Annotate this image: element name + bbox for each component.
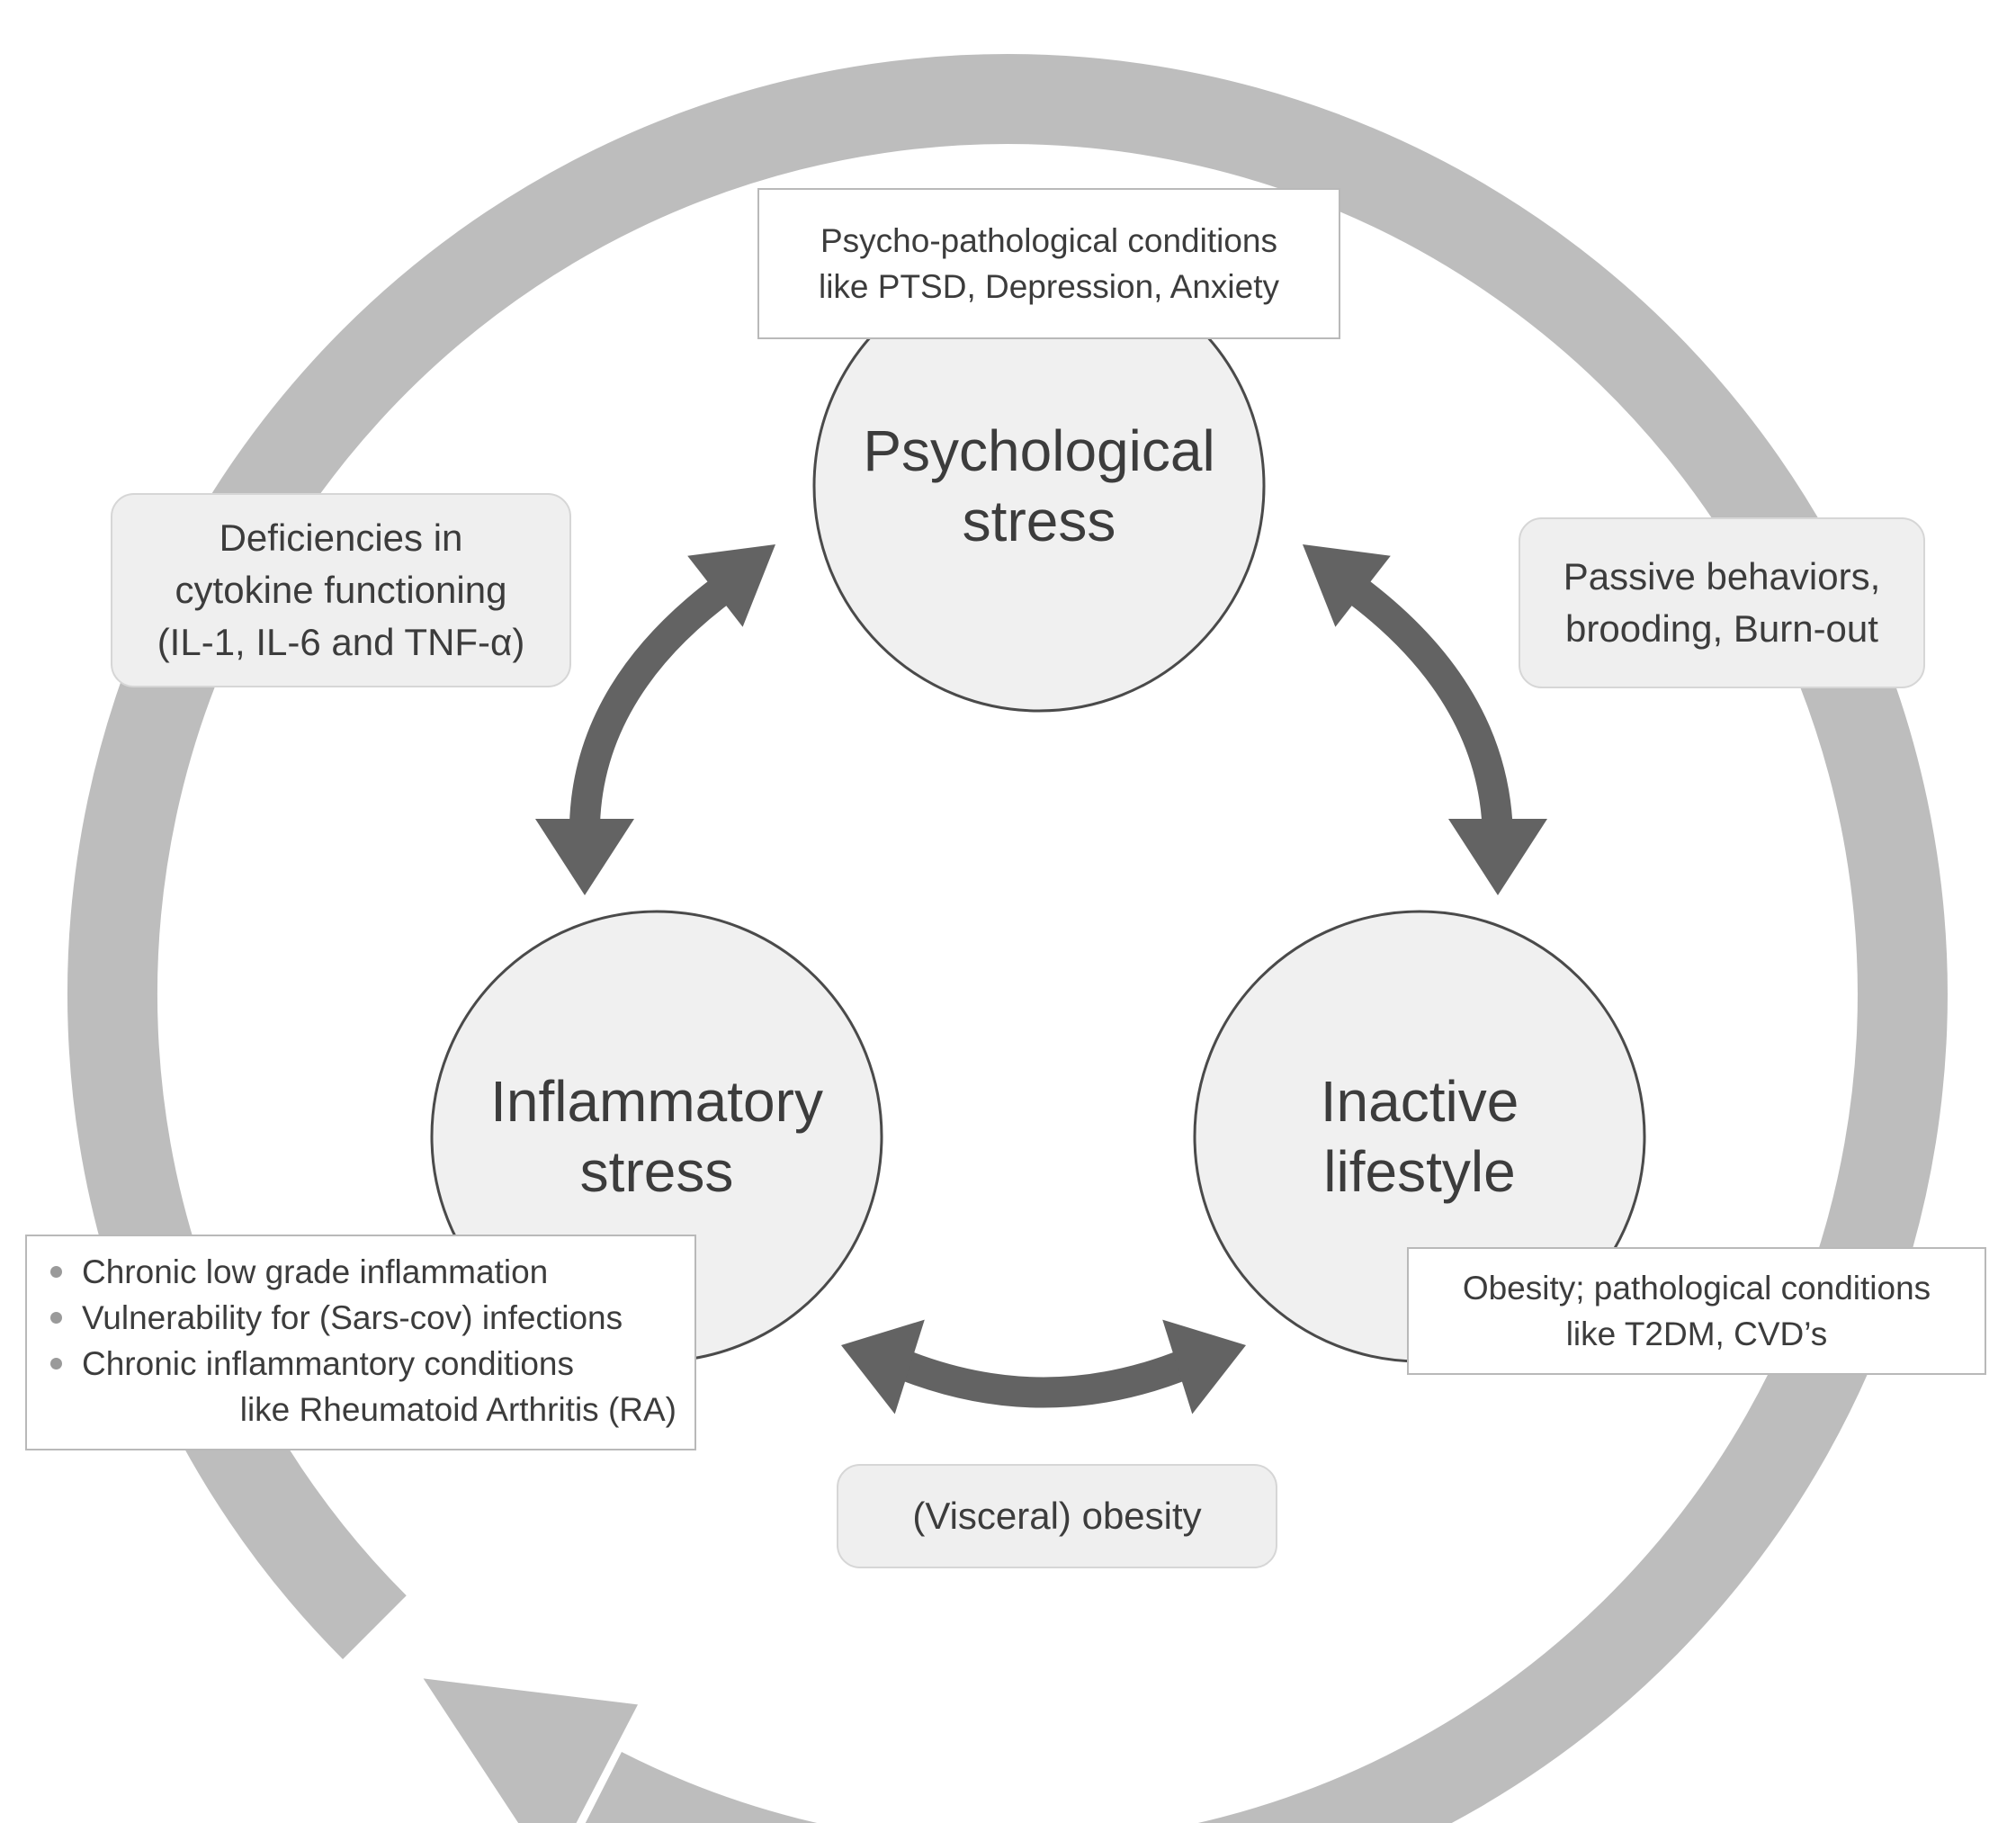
bullet-dot-icon: [50, 1312, 62, 1325]
arrowhead-to-inflammatory: [535, 819, 634, 895]
visceral-obesity-box: (Visceral) obesity: [837, 1464, 1277, 1568]
inflammation-list-box: Chronic low grade inflammation Vulnerabi…: [25, 1235, 696, 1450]
inflammation-item-text: Chronic low grade inflammation: [82, 1253, 549, 1290]
arrowhead-to-psychological: [687, 544, 775, 627]
psycho-conditions-line2: like PTSD, Depression, Anxiety: [818, 268, 1280, 305]
node-label-inflammatory: Inflammatory stress: [432, 1046, 882, 1226]
arrow-inflammatory-inactive: [893, 1349, 1194, 1408]
obesity-conditions-line1: Obesity; pathological conditions: [1462, 1269, 1931, 1307]
obesity-conditions-line2: like T2DM, CVD’s: [1565, 1316, 1828, 1352]
obesity-conditions-box: Obesity; pathological conditions like T2…: [1407, 1247, 1986, 1375]
passive-behaviors-box: Passive behaviors, brooding, Burn-out: [1519, 517, 1925, 688]
node-label-psychological: Psychological stress: [814, 396, 1264, 576]
bullet-dot-icon: [50, 1358, 62, 1370]
cytokine-box: Deficiencies in cytokine functioning (IL…: [111, 493, 571, 687]
node-label-inflammatory-line1: Inflammatory: [490, 1068, 823, 1134]
psycho-conditions-box: Psycho-pathological conditions like PTSD…: [757, 188, 1340, 339]
arrowhead-to-inflammatory-bottom: [841, 1319, 925, 1414]
bullet-dot-icon: [50, 1266, 62, 1279]
passive-line2: brooding, Burn-out: [1565, 607, 1878, 650]
inflammation-item-text: Chronic inflammantory conditions: [82, 1345, 575, 1383]
node-label-inactive-line2: lifestyle: [1323, 1139, 1516, 1204]
passive-line1: Passive behaviors,: [1563, 555, 1881, 598]
inflammation-list-continuation: like Rheumatoid Arthritis (RA): [239, 1391, 676, 1429]
arrowhead-to-inactive-bottom: [1162, 1319, 1246, 1414]
node-label-inflammatory-line2: stress: [579, 1139, 734, 1204]
inflammation-list-item: Chronic inflammantory conditions: [50, 1341, 678, 1387]
cytokine-line3: (IL-1, IL-6 and TNF-α): [157, 620, 525, 663]
node-label-inactive-line1: Inactive: [1320, 1068, 1519, 1134]
cytokine-line1: Deficiencies in: [219, 516, 463, 560]
visceral-line1: (Visceral) obesity: [912, 1495, 1202, 1538]
inflammation-item-text: Vulnerability for (Sars-cov) infections: [82, 1299, 623, 1337]
arrowhead-to-inactive: [1448, 819, 1547, 895]
arrow-psych-inflammatory: [569, 572, 739, 842]
node-label-psychological-line2: stress: [962, 489, 1116, 553]
psycho-conditions-line1: Psycho-pathological conditions: [820, 221, 1278, 259]
inflammation-list-item: Chronic low grade inflammation: [50, 1249, 678, 1295]
node-label-psychological-line1: Psychological: [863, 418, 1215, 483]
outer-cycle-arc: [67, 54, 1948, 1823]
arrow-psych-inactive: [1340, 572, 1513, 842]
cytokine-line2: cytokine functioning: [175, 569, 507, 612]
arrowhead-to-psychological-right: [1303, 544, 1391, 627]
inflammation-list-item: Vulnerability for (Sars-cov) infections: [50, 1295, 678, 1341]
node-label-inactive: Inactive lifestyle: [1195, 1046, 1644, 1226]
outer-cycle-arrowhead: [423, 1678, 638, 1823]
